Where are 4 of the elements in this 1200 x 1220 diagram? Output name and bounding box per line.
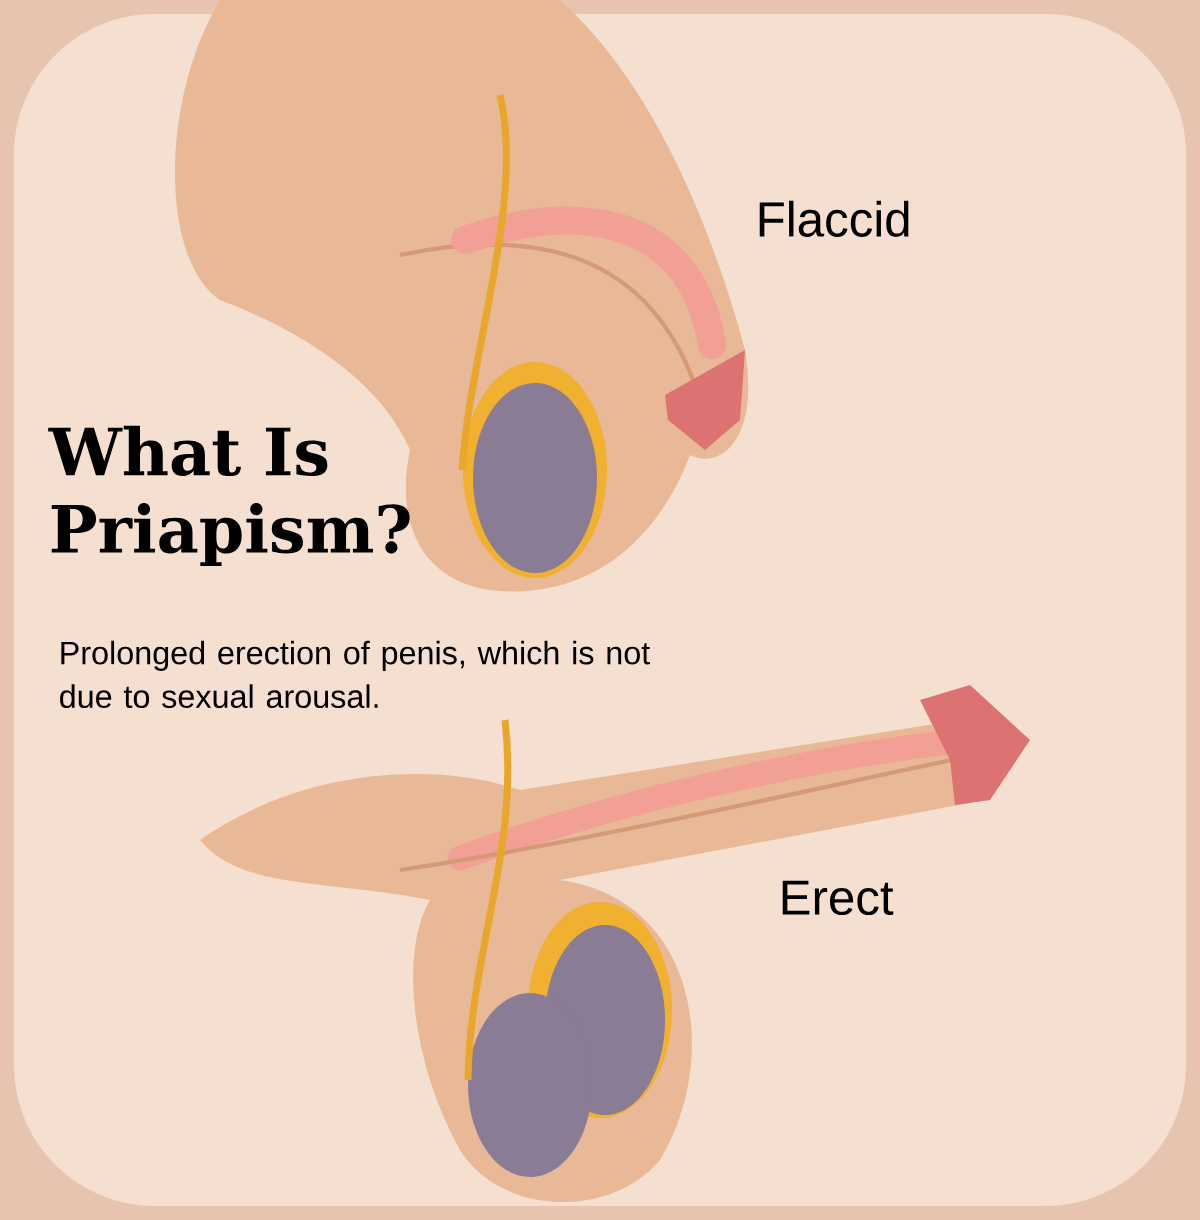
description-text: Prolonged erection of penis, which is not due to sexual arousal. (60, 640, 650, 709)
state-label: Erect (782, 880, 894, 916)
state-label: Flaccid (759, 200, 909, 237)
title: What Is Priapism? (48, 425, 410, 566)
